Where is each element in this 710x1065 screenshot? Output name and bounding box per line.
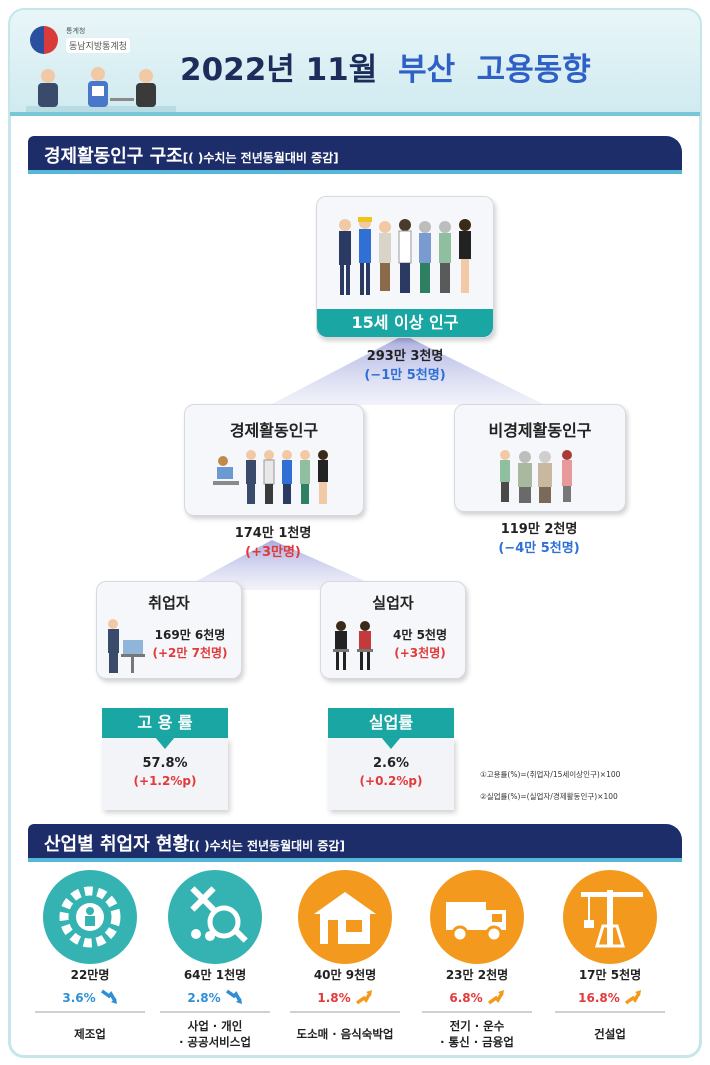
trend-up-arrow-icon <box>355 989 373 1008</box>
trend-down-arrow-icon <box>100 989 118 1008</box>
office-workers-illustration-icon <box>26 67 176 112</box>
economically-active-card: 경제활동인구 <box>184 404 364 516</box>
unemployed-value: 4만 5천명 <box>393 628 447 642</box>
down-pointer-icon <box>155 737 175 749</box>
industry-name-line: · 통신 · 금융업 <box>440 1035 514 1049</box>
trend-up-arrow-icon <box>624 989 642 1008</box>
population-15plus-card: 15세 이상 인구 <box>316 196 494 338</box>
title-date: 2022년 11월 <box>180 52 378 88</box>
tools-magnifier-icon <box>168 870 262 964</box>
industry-change: 2.8% <box>187 991 221 1005</box>
page-title: 2022년 11월 부산 고용동향 <box>180 44 591 89</box>
unemployment-rate-card: 2.6% (+0.2%p) <box>328 737 454 810</box>
industry-count: 17만 5천명 <box>578 968 642 982</box>
unemployed-card: 실업자 4만 5천명 (+3천명) <box>320 581 466 679</box>
industry-name-line: 사업 · 개인 <box>187 1019 243 1033</box>
industry-name: 건설업 <box>545 1026 675 1042</box>
population-15plus-change: (−1만 5천명) <box>364 368 446 383</box>
people-group-icon <box>339 217 471 295</box>
industry-count: 23만 2천명 <box>445 968 509 982</box>
industry-name-line: 전기 · 운수 <box>449 1019 505 1033</box>
industry-change: 6.8% <box>449 991 483 1005</box>
section-note: [( )수치는 전년동월대비 증감] <box>182 151 339 165</box>
section-header-industry: 산업별 취업자 현황[( )수치는 전년동월대비 증감] <box>28 824 682 862</box>
industry-name: 전기 · 운수 · 통신 · 금융업 <box>412 1018 542 1050</box>
workers-group-icon <box>213 450 328 504</box>
section-header-structure: 경제활동인구 구조[( )수치는 전년동월대비 증감] <box>28 136 682 174</box>
divider <box>35 1011 145 1013</box>
employed-card: 취업자 169만 6천명 (+2만 7천명) <box>96 581 242 679</box>
crane-icon <box>563 870 657 964</box>
industry-name: 사업 · 개인 · 공공서비스업 <box>150 1018 280 1050</box>
industry-change: 16.8% <box>578 991 620 1005</box>
title-accent: 부산 고용동향 <box>398 52 591 88</box>
unemployment-rate-value: 2.6% <box>372 756 410 771</box>
industry-name-line: 도소매 · 음식숙박업 <box>296 1027 394 1041</box>
population-15plus-label: 15세 이상 인구 <box>317 309 493 337</box>
population-15plus-value: 293만 3천명 <box>366 349 444 364</box>
job-seekers-icon <box>333 621 373 670</box>
industry-change: 3.6% <box>62 991 96 1005</box>
industry-count: 40만 9천명 <box>313 968 377 982</box>
employment-rate-value: 57.8% <box>142 756 188 771</box>
section-title: 산업별 취업자 현황 <box>44 834 190 855</box>
down-pointer-icon <box>381 737 401 749</box>
non-active-change: (−4만 5천명) <box>498 541 580 556</box>
trend-down-arrow-icon <box>225 989 243 1008</box>
taegeuk-emblem-icon <box>30 26 58 54</box>
economically-active-label: 경제활동인구 <box>229 421 319 440</box>
employed-label: 취업자 <box>148 594 190 612</box>
unemployment-rate-label: 실업률 <box>328 708 454 738</box>
economically-active-change: (+3만명) <box>245 545 301 560</box>
divider <box>555 1011 665 1013</box>
store-icon <box>298 870 392 964</box>
employment-rate-change: (+1.2%p) <box>133 774 197 788</box>
logo-org-small: 통계청 <box>66 27 86 35</box>
trend-up-arrow-icon <box>487 989 505 1008</box>
employed-change: (+2만 7천명) <box>152 646 228 660</box>
non-active-value: 119만 2천명 <box>500 522 578 537</box>
gear-person-icon <box>43 870 137 964</box>
section-title: 경제활동인구 구조 <box>44 146 183 167</box>
divider <box>422 1011 532 1013</box>
industry-count: 22만명 <box>70 968 110 982</box>
employment-rate-card: 57.8% (+1.2%p) <box>102 737 228 810</box>
employed-value: 169만 6천명 <box>154 628 226 642</box>
industry-name-line: 건설업 <box>594 1027 626 1041</box>
logo: 통계청 동남지방통계청 <box>30 24 130 60</box>
non-active-card: 비경제활동인구 <box>454 404 626 512</box>
industry-name-line: · 공공서비스업 <box>179 1035 251 1049</box>
truck-icon <box>430 870 524 964</box>
industry-count: 64만 1천명 <box>183 968 247 982</box>
industry-change: 1.8% <box>317 991 351 1005</box>
logo-org-name: 동남지방통계청 <box>66 38 130 53</box>
divider <box>290 1011 400 1013</box>
unemployment-rate-change: (+0.2%p) <box>359 774 423 788</box>
industry-name: 제조업 <box>25 1026 155 1042</box>
unemployment-rate-formula: ②실업률(%)=(실업자/경제활동인구)×100 <box>480 792 618 801</box>
non-active-label: 비경제활동인구 <box>488 421 592 440</box>
section-note: [( )수치는 전년동월대비 증감] <box>189 839 345 853</box>
elderly-group-icon <box>500 450 572 503</box>
economically-active-value: 174만 1천명 <box>234 526 312 541</box>
divider <box>160 1011 270 1013</box>
unemployed-change: (+3천명) <box>394 646 446 660</box>
employment-rate-label: 고 용 률 <box>102 708 228 738</box>
industry-name-line: 제조업 <box>74 1027 106 1041</box>
employment-rate-formula: ①고용률(%)=(취업자/15세이상인구)×100 <box>480 770 621 779</box>
office-worker-icon <box>108 619 145 673</box>
industry-name: 도소매 · 음식숙박업 <box>280 1026 410 1042</box>
header-divider <box>10 112 700 116</box>
unemployed-label: 실업자 <box>372 594 414 612</box>
